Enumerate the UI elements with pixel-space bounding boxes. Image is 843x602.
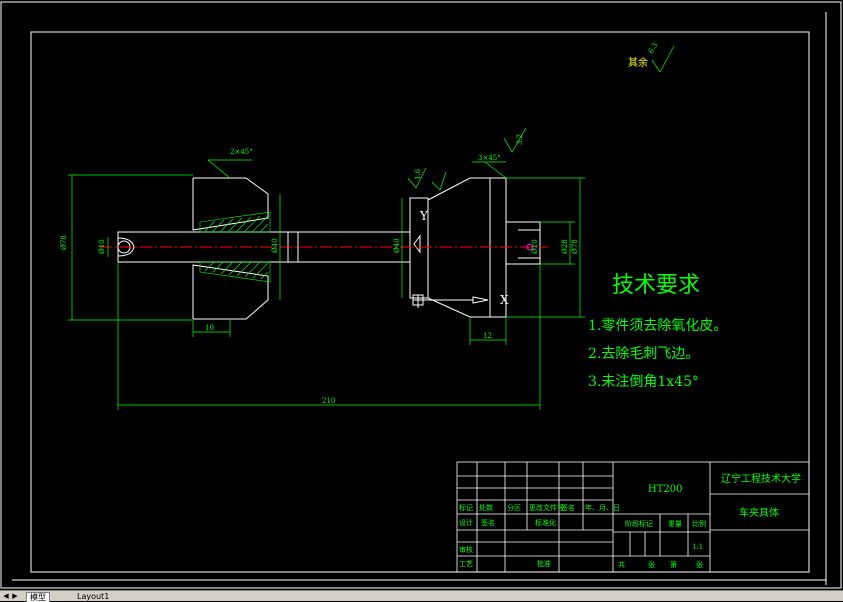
- dim-left-shaft: Ø40: [271, 238, 279, 253]
- dim-width-left: 10: [205, 324, 214, 332]
- viewport-border: [0, 1, 842, 589]
- tb-sheet-1: 张: [648, 560, 655, 569]
- layout-tab-bar: ◀ ▶ 模型 Layout1: [0, 590, 843, 602]
- tab-model[interactable]: 模型: [26, 592, 50, 602]
- tab-nav-prev-icon[interactable]: ▶: [12, 592, 18, 600]
- tb-sheet-3: 张: [696, 560, 703, 569]
- center-mark: [526, 243, 534, 251]
- tb-header-5: 年、月、日: [585, 503, 620, 512]
- tb-header-0: 标记: [459, 503, 473, 512]
- dim-center: Ø40: [393, 238, 401, 253]
- dim-left-height: Ø78: [60, 235, 68, 250]
- tb-stage-2: 比例: [692, 519, 706, 528]
- section-hatch: [199, 211, 271, 283]
- dim-right-large: Ø78: [571, 239, 579, 254]
- tb-part-name: 车夹具体: [739, 506, 779, 519]
- roughness-small: 1.6: [414, 168, 422, 180]
- surface-finish-label: 其余: [628, 56, 648, 69]
- title-block: [456, 461, 810, 573]
- chamfer-right: 3×45°: [478, 154, 501, 162]
- requirements-title: 技术要求: [612, 273, 700, 298]
- chamfer-left: 2×45°: [230, 148, 253, 156]
- tb-header-4: 签名: [561, 503, 575, 512]
- tb-design-1: 签名: [481, 518, 495, 527]
- requirement-item-2: 2.去除毛刺飞边。: [588, 346, 699, 362]
- dim-right-mid: Ø28: [561, 239, 569, 254]
- right-part: Y X: [288, 177, 541, 318]
- requirement-item-1: 1.零件须去除氧化皮。: [588, 318, 727, 334]
- tb-process-0: 工艺: [459, 560, 473, 568]
- drawing-frame: [30, 31, 810, 573]
- tb-sheet-0: 共: [618, 560, 625, 569]
- tb-process-1: 批准: [537, 559, 551, 568]
- dim-right-small: Ø10: [531, 239, 539, 254]
- tb-header-2: 分区: [507, 503, 521, 512]
- tb-check-0: 审核: [459, 545, 473, 554]
- view-label-y: Y: [419, 209, 429, 223]
- dim-total: 210: [322, 397, 335, 405]
- tb-material: HT200: [648, 484, 682, 495]
- tab-layout1[interactable]: Layout1: [77, 592, 110, 601]
- requirement-item-3: 3.未注倒角1x45°: [588, 374, 699, 390]
- tb-design-0: 设计: [459, 518, 473, 527]
- tb-header-3: 更改文件号: [529, 503, 564, 512]
- tb-stage-1: 重量: [668, 520, 682, 528]
- roughness-right: 3.2: [516, 134, 524, 145]
- dimension-lines: [68, 45, 675, 410]
- tb-design-2: 标准化: [535, 518, 556, 527]
- tb-stage-0: 阶段标记: [625, 519, 653, 528]
- tab-nav-first-icon[interactable]: ◀: [3, 592, 9, 600]
- dim-width-right: 12: [483, 332, 492, 340]
- tb-header-1: 处数: [479, 503, 493, 512]
- view-label-x: X: [500, 293, 509, 307]
- dim-left-bore: Ø10: [98, 239, 106, 254]
- surface-finish-value: 6.3: [647, 41, 659, 55]
- tb-scale: 1:1: [692, 543, 703, 551]
- tb-sheet-2: 第: [670, 560, 677, 569]
- tb-school: 辽宁工程技术大学: [721, 472, 801, 485]
